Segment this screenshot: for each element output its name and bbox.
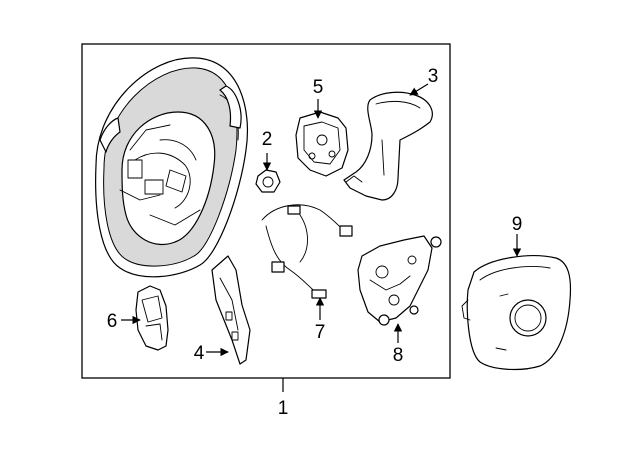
- callout-2: 2: [262, 129, 273, 150]
- callout-3: 3: [428, 66, 439, 87]
- callout-7: 7: [315, 322, 326, 343]
- steering-wheel-part[interactable]: [95, 57, 249, 278]
- callout-8: 8: [393, 345, 404, 366]
- leader-lines: [121, 83, 522, 392]
- wiring-harness-part[interactable]: [261, 204, 353, 299]
- callout-1: 1: [278, 398, 289, 419]
- airbag-module-part[interactable]: [461, 255, 572, 371]
- switch-bezel-part[interactable]: [343, 91, 433, 201]
- control-switch-part[interactable]: [295, 111, 349, 177]
- callout-4: 4: [194, 343, 205, 364]
- lower-cover-part[interactable]: [211, 255, 251, 365]
- clock-spring-part[interactable]: [357, 235, 442, 326]
- callout-6: 6: [107, 311, 118, 332]
- callout-9: 9: [512, 214, 523, 235]
- nut-part[interactable]: [255, 169, 281, 193]
- left-switch-part[interactable]: [135, 285, 169, 351]
- assembly-frame: [81, 43, 451, 379]
- leader-3: [409, 83, 429, 96]
- callout-5: 5: [313, 77, 324, 98]
